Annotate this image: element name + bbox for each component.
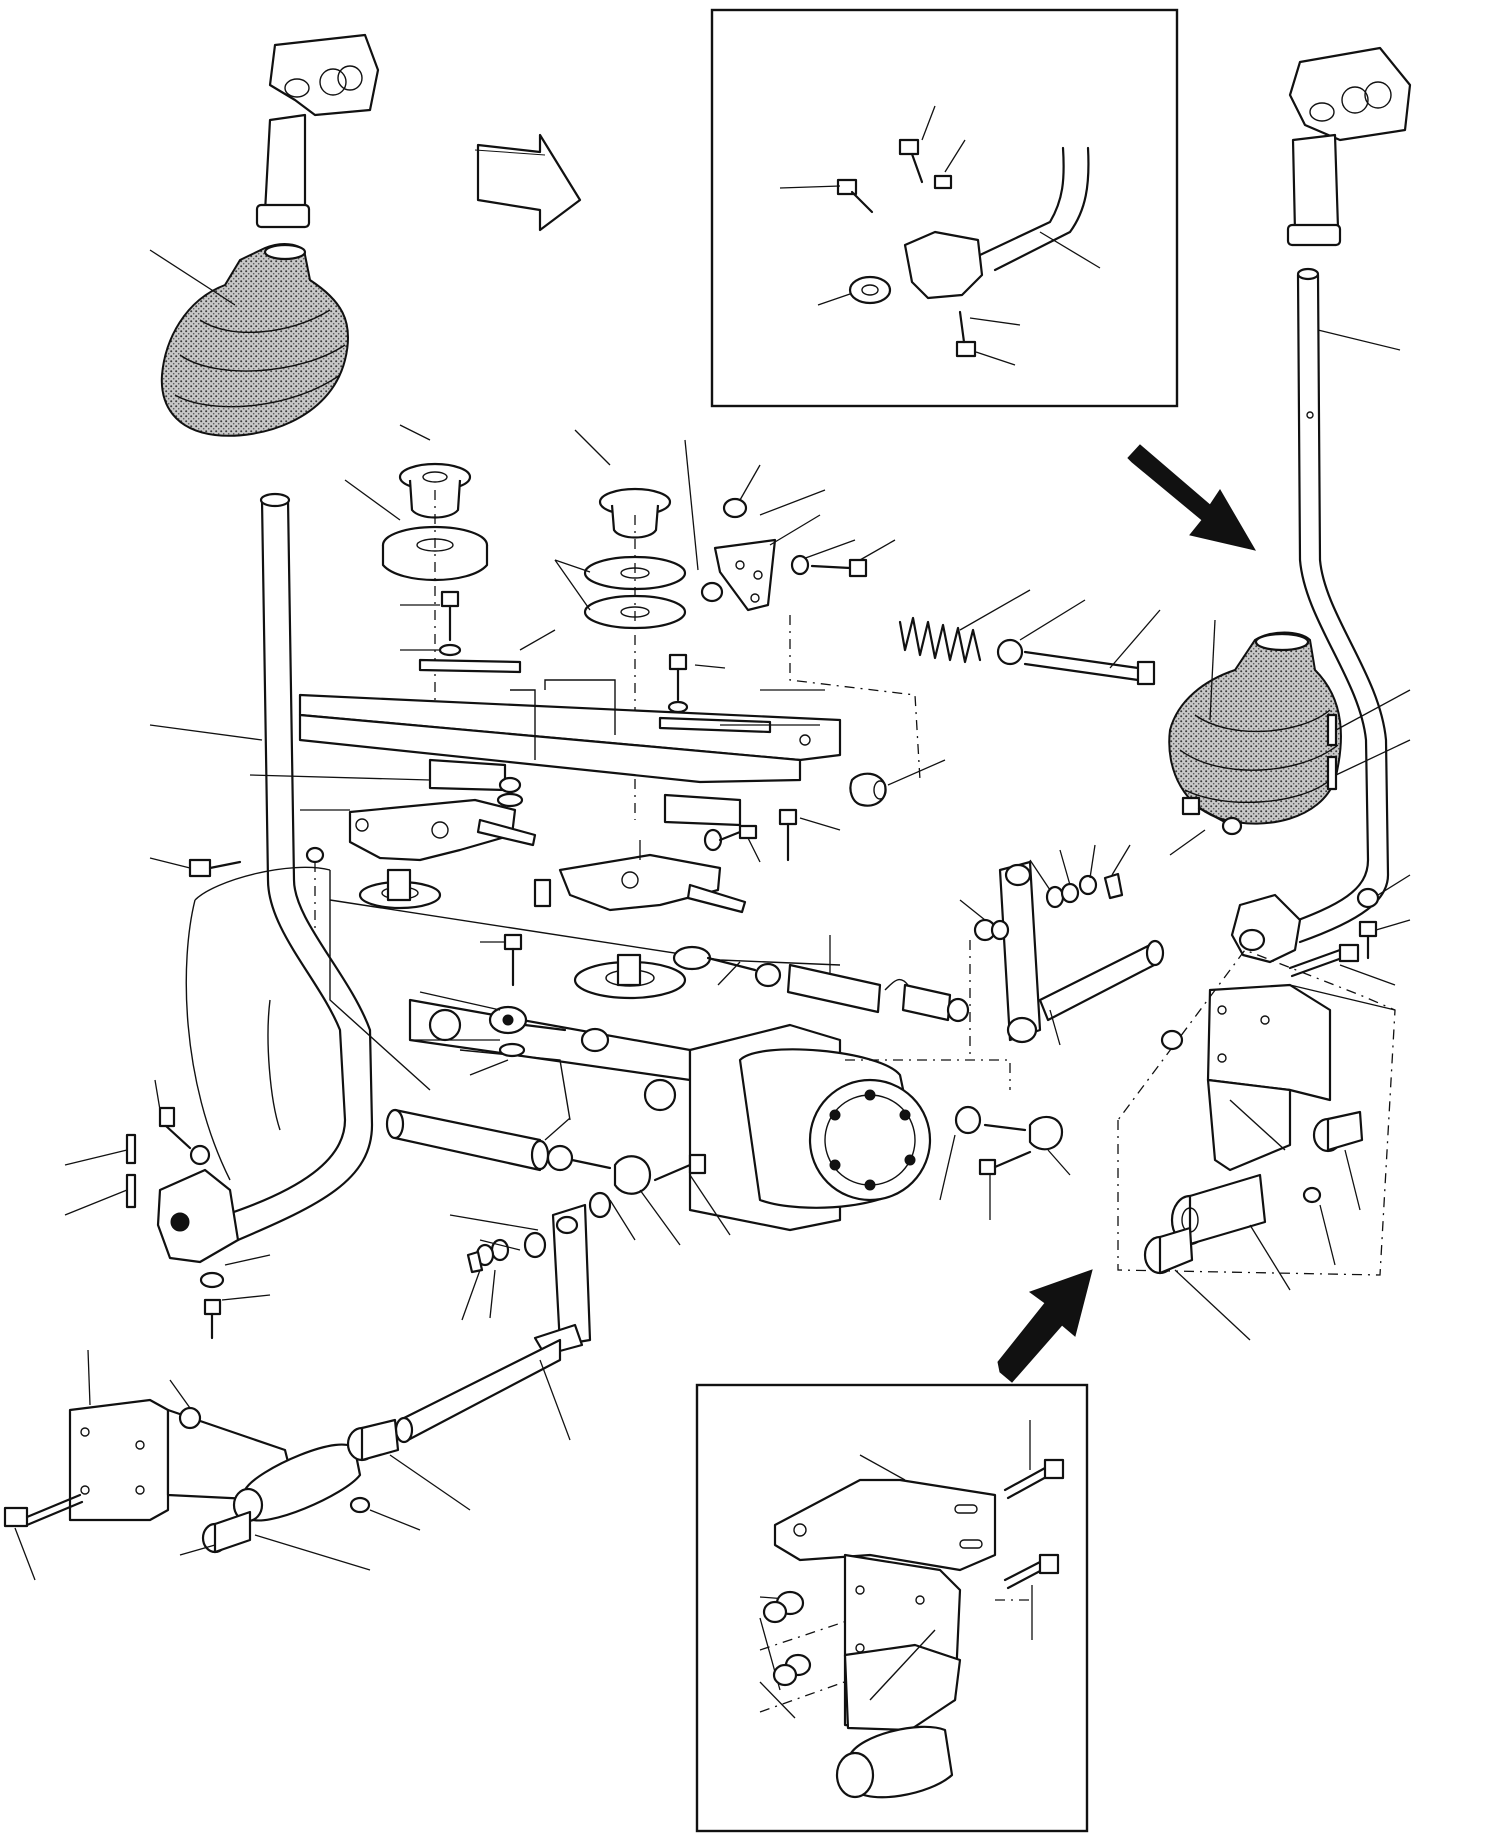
bolt-icon: [1003, 1553, 1060, 1640]
pin-icon: [64, 1133, 137, 1216]
cam-plate-right: [533, 840, 747, 914]
bolt-icon: [653, 1153, 731, 1236]
rubber-boot-icon: [149, 243, 350, 437]
rod-end-icon: [410, 991, 610, 1076]
set-screw-icon: [1302, 1186, 1336, 1266]
nut-icon: [199, 1254, 271, 1340]
bushing-icon: [179, 1510, 371, 1571]
spring-icon: [898, 589, 1031, 664]
bolt-icon: [790, 539, 896, 578]
lower-link-left: [394, 1203, 592, 1444]
rod-end-icon: [939, 1105, 1071, 1220]
nut-icon: [933, 174, 953, 190]
bolt-icon: [996, 599, 1161, 686]
right-control-lever-icon: [1286, 46, 1412, 247]
bolt-icon: [778, 808, 841, 862]
left-control-lever-icon: [255, 33, 380, 229]
arrow-icon: [1127, 444, 1257, 551]
bolt-icon: [667, 653, 726, 714]
set-screw-icon: [349, 1496, 421, 1531]
nut-icon: [849, 759, 946, 807]
assembly-line: [789, 615, 921, 781]
bolt-icon: [898, 138, 924, 184]
bracket-icon: [684, 439, 856, 612]
rod-end-icon: [672, 935, 970, 1023]
bolt-icon: [703, 824, 761, 863]
pump-icon: [185, 866, 932, 1232]
pin-icon: [1326, 689, 1411, 791]
nut-icon: [1356, 874, 1411, 960]
bushing-icon: [346, 1418, 471, 1511]
nut-icon: [305, 846, 325, 930]
bolt-icon: [1288, 943, 1396, 986]
top-inset-clamp-detail: [710, 8, 1179, 408]
bushing-icon: [1143, 1226, 1251, 1341]
isolator-mount-right: [554, 429, 687, 630]
isolator-mount-left: [344, 424, 489, 582]
bolt-icon: [149, 857, 242, 878]
bolt-icon: [154, 1079, 211, 1166]
bolt-icon: [480, 933, 523, 987]
bushing-icon: [1312, 1110, 1364, 1211]
cam-plate-left: [300, 776, 537, 862]
bolt-icon: [400, 590, 462, 657]
bracket-icon: [249, 629, 842, 827]
rubber-boot-icon: [1168, 619, 1342, 825]
nut-icon: [762, 1590, 812, 1687]
bolt-icon: [1003, 1420, 1065, 1500]
lower-link-right: [959, 844, 1165, 1046]
bolt-icon: [3, 1493, 84, 1581]
connecting-rod-lower: [385, 1108, 681, 1246]
bottom-inset-bracket-detail: [695, 1383, 1089, 1833]
assembly-line: [845, 1059, 1011, 1090]
right-lever-rod: [1230, 267, 1401, 964]
arrow-icon: [474, 133, 582, 232]
bracket-icon: [1117, 949, 1396, 1276]
bolt-icon: [1169, 796, 1243, 856]
bracket-icon: [68, 1349, 362, 1523]
bolt-icon: [836, 178, 874, 214]
left-lever-rod: [149, 492, 374, 1264]
arrow-icon: [997, 1269, 1093, 1383]
bolt-icon: [955, 310, 977, 358]
